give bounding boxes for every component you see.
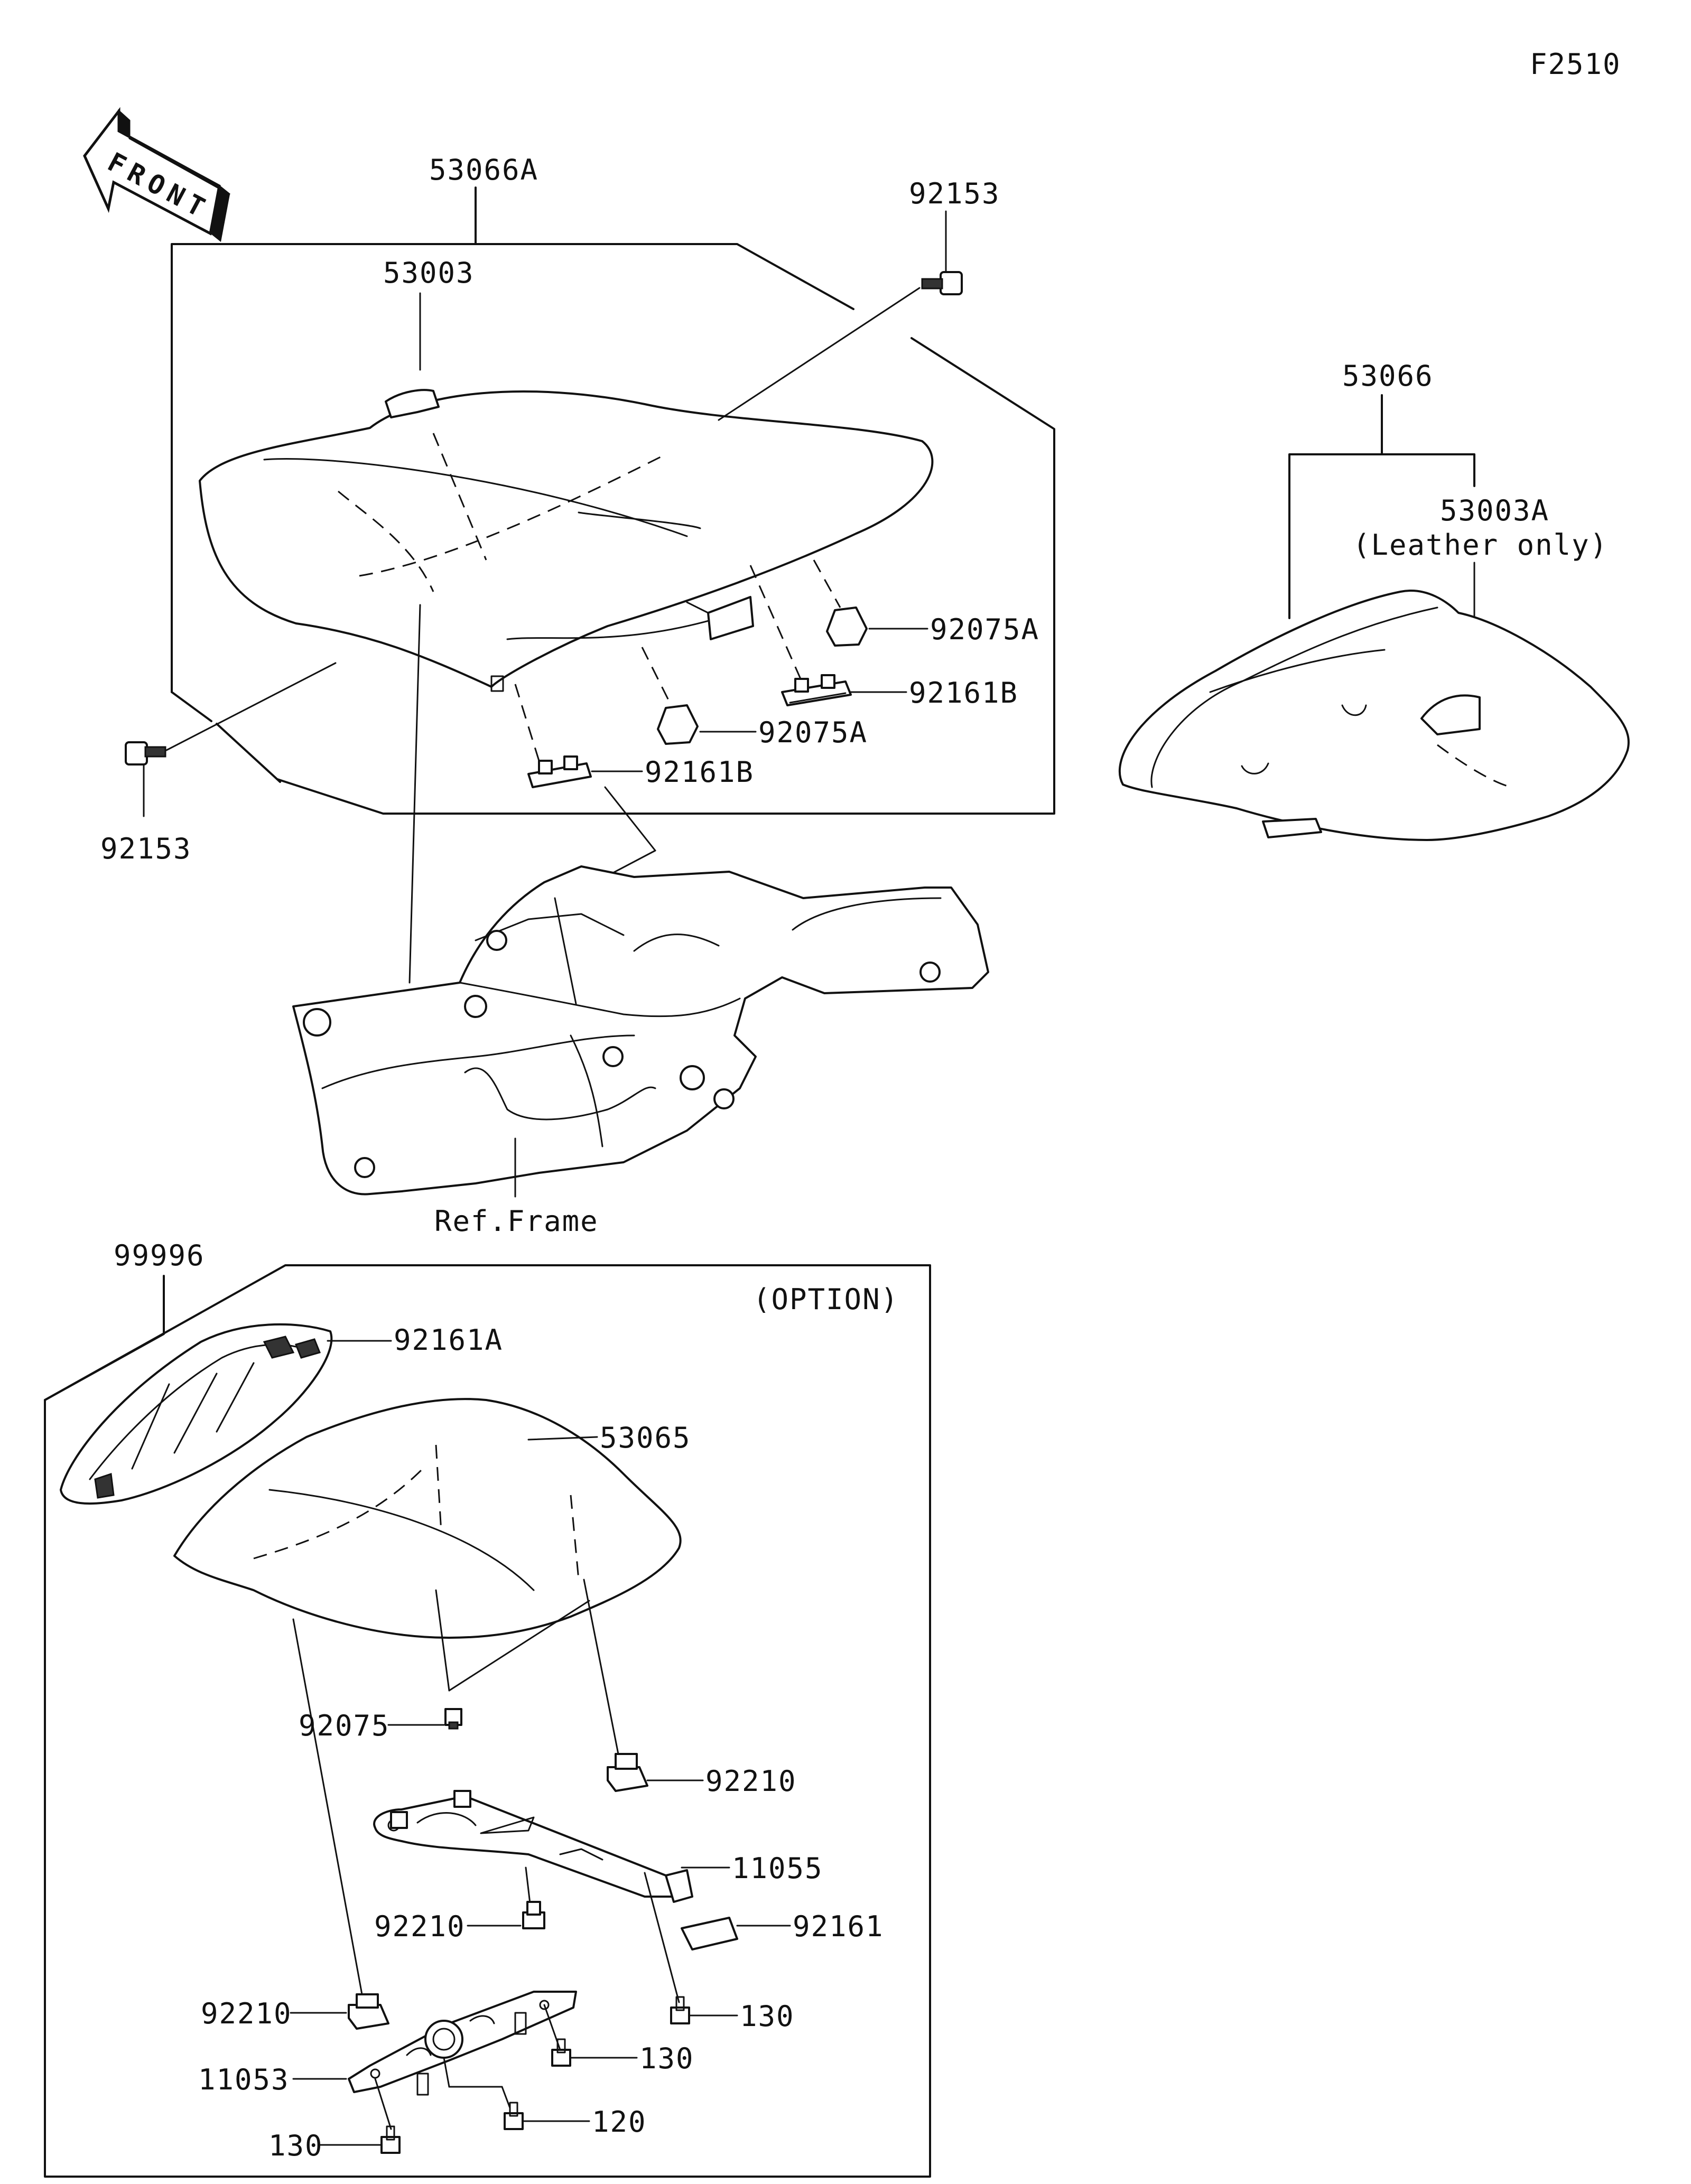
pillion-seat: [1118, 590, 1630, 841]
stopper-icon: [681, 1917, 738, 1950]
damper-icon: [657, 704, 699, 745]
bolt-icon: [380, 2125, 401, 2154]
part-11055: 11055: [732, 1852, 823, 1885]
part-11053: 11053: [198, 2063, 290, 2096]
bolt-icon: [551, 2038, 571, 2067]
option-group-box: [44, 1264, 931, 2178]
seat-assembly-group: [171, 186, 1055, 815]
stopper-icon: [527, 755, 592, 788]
part-53066A: 53066A: [429, 153, 538, 186]
nut-icon: [348, 1993, 389, 2030]
bolt-icon: [125, 741, 166, 766]
bracket-upper: [373, 1790, 693, 1903]
bolt-icon: [670, 1996, 690, 2024]
part-53066: 53066: [1342, 359, 1434, 393]
damper-icon: [444, 1708, 462, 1730]
part-92075A-2: 92075A: [758, 716, 868, 749]
part-92075A-1: 92075A: [930, 613, 1039, 646]
part-92161B-1: 92161B: [909, 676, 1018, 710]
rider-seat: [199, 389, 934, 692]
figure-id: F2510: [1530, 48, 1621, 81]
damper-icon: [826, 606, 868, 647]
ref-frame-label: Ref.Frame: [434, 1205, 599, 1238]
part-120: 120: [592, 2105, 647, 2139]
seat-cowl: [173, 1398, 682, 1639]
part-92161A: 92161A: [394, 1323, 503, 1357]
part-92161: 92161: [793, 1910, 884, 1943]
part-92153-left: 92153: [100, 832, 192, 865]
part-92161B-2: 92161B: [645, 755, 754, 789]
part-92210-2: 92210: [374, 1910, 466, 1943]
bracket-lower: [348, 1991, 577, 2096]
part-130-3: 130: [268, 2129, 323, 2162]
part-53003A: 53003A: [1440, 494, 1549, 527]
part-130-1: 130: [740, 2000, 795, 2033]
bolt-icon: [921, 271, 963, 295]
stopper-icon: [781, 674, 852, 706]
front-arrow-icon: FRONT: [83, 107, 230, 242]
part-92210-1: 92210: [705, 1765, 797, 1798]
rear-frame: [292, 865, 989, 1196]
cowl-base: [60, 1323, 333, 1505]
option-label: (OPTION): [753, 1283, 899, 1316]
nut-icon: [607, 1753, 648, 1792]
part-53065: 53065: [600, 1421, 691, 1454]
part-92210-3: 92210: [201, 1997, 292, 2030]
part-92153-top: 92153: [909, 177, 1000, 210]
leather-only-label: (Leather only): [1353, 528, 1608, 562]
part-92075: 92075: [299, 1709, 390, 1742]
part-53003: 53003: [383, 256, 475, 290]
part-130-2: 130: [639, 2042, 694, 2075]
part-99996: 99996: [114, 1239, 205, 1272]
bolt-icon: [504, 2102, 524, 2130]
nut-icon: [522, 1901, 545, 1929]
